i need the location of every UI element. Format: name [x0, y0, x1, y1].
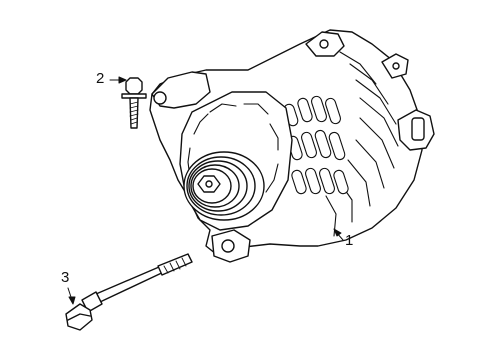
housing-ribs	[325, 51, 399, 237]
long-stud-bolt	[65, 253, 193, 331]
callout-number-1: 1	[345, 232, 354, 249]
callout-leaders	[67, 76, 344, 305]
mounting-bolt	[121, 77, 147, 129]
arrow-3	[68, 296, 76, 305]
mounting-hole-bottom	[221, 239, 235, 253]
callout-number-2: 2	[96, 70, 105, 87]
mounting-hole-left	[153, 91, 167, 105]
callout-number-3: 3	[61, 269, 70, 286]
arrow-2	[118, 76, 127, 84]
pulley	[183, 151, 265, 221]
arrow-1	[333, 228, 342, 237]
alternator	[149, 29, 435, 263]
